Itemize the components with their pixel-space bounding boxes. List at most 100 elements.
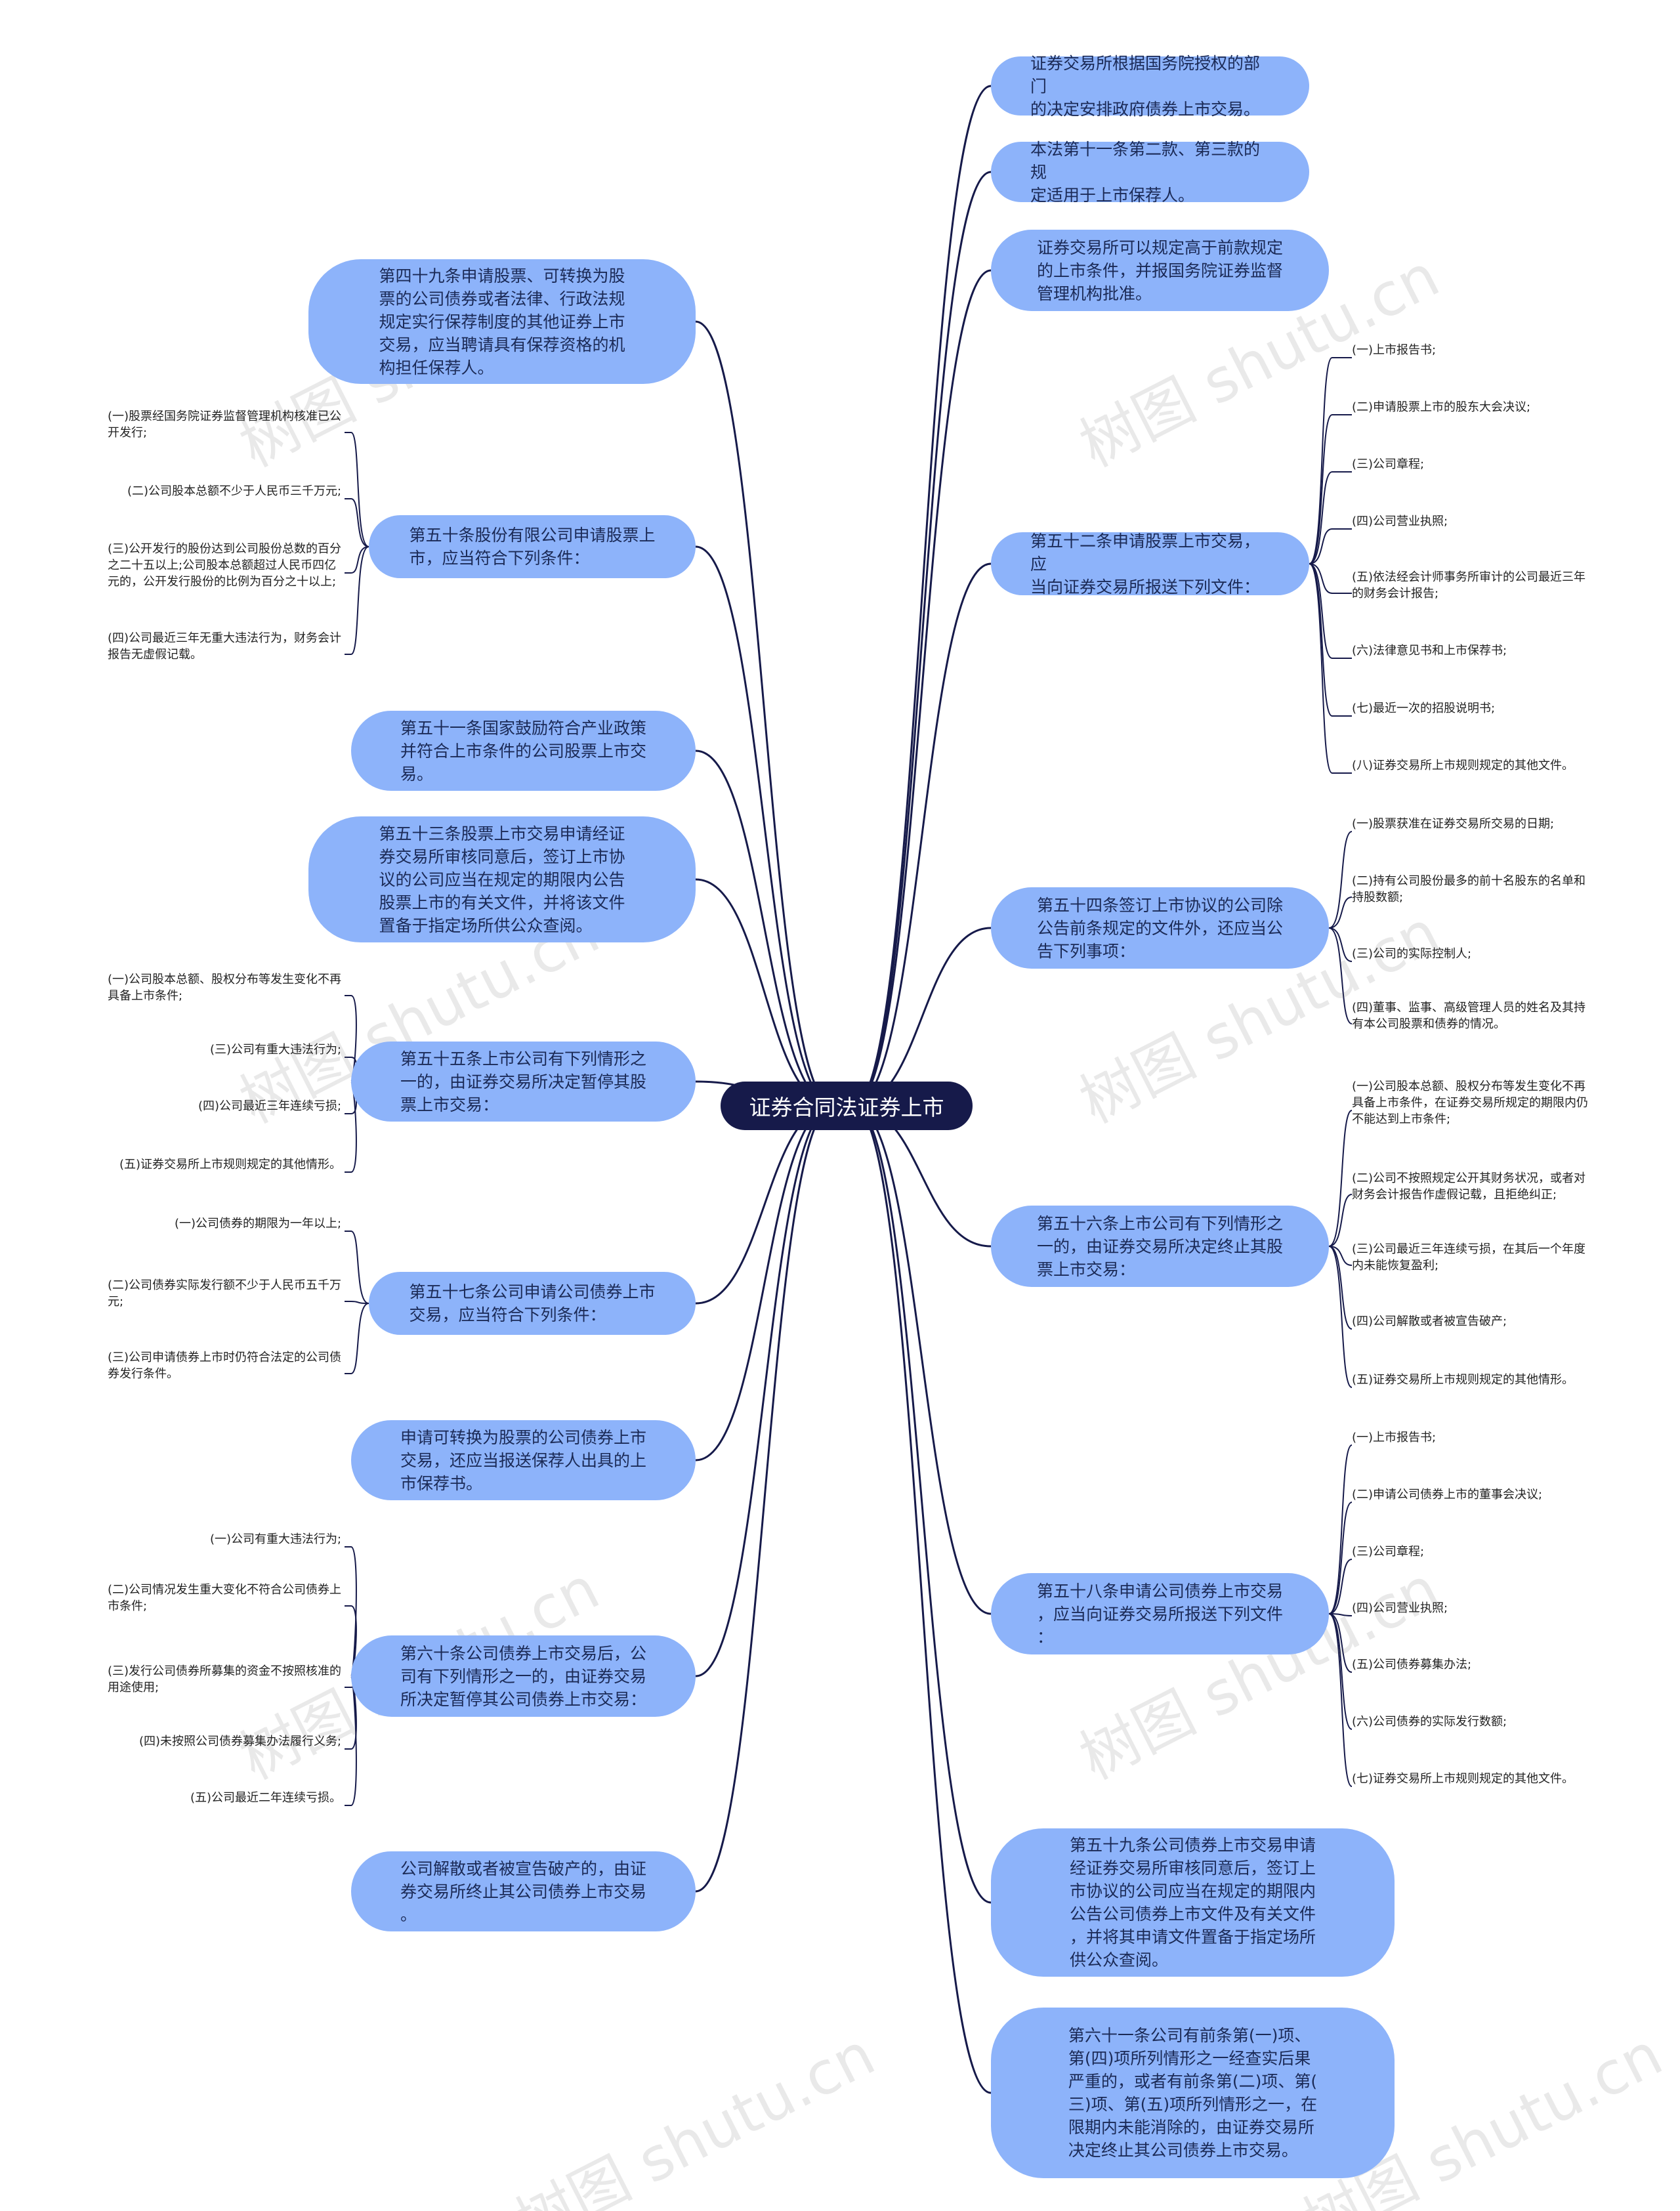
left-branch-5-item-2: (三)公司有重大违法行为; (210, 1042, 342, 1057)
connector-line (1328, 1444, 1353, 1614)
branch-label: 第五十八条申请公司债券上市交易 ，应当向证券交易所报送下列文件 ： (1036, 1581, 1283, 1647)
connector-line (852, 1105, 992, 1615)
connector-line (1328, 1502, 1353, 1614)
left-branch-6-item-3: (三)公司申请债券上市时仍符合法定的公司债 券发行条件。 (108, 1351, 342, 1381)
connector-line (695, 1105, 834, 1677)
connector-line (1309, 528, 1352, 564)
right-branch-3[interactable]: 证券交易所可以规定高于前款规定 的上市条件，并报国务院证券监督 管理机构批准。 (991, 230, 1329, 311)
connector-line (1328, 927, 1353, 1024)
left-branch-8[interactable]: 第六十条公司债券上市交易后，公 司有下列情形之一的，由证券交易 所决定暂停其公司… (351, 1635, 696, 1717)
branch-label: 第四十九条申请股票、可转换为股 票的公司债券或者法律、行政法规 规定实行保荐制度… (379, 266, 625, 377)
connector-line (1328, 1613, 1353, 1730)
right-branch-6[interactable]: 第五十六条上市公司有下列情形之 一的，由证券交易所决定终止其股 票上市交易： (991, 1206, 1329, 1287)
right-branch-4-item-2: (二)申请股票上市的股东大会决议; (1352, 400, 1531, 414)
left-branch-5-item-3: (四)公司最近三年连续亏损; (198, 1099, 342, 1113)
right-branch-4-item-7: (七)最近一次的招股说明书; (1352, 701, 1496, 715)
connector-line (695, 1105, 834, 1462)
connector-line (1328, 831, 1353, 929)
branch-label: 第五十七条公司申请公司债券上市 交易，应当符合下列条件： (409, 1282, 656, 1324)
right-branch-9[interactable]: 第六十一条公司有前条第(一)项、 第(四)项所列情形之一经查实后果 严重的，或者… (991, 2008, 1395, 2178)
connector-line (1309, 357, 1352, 564)
right-branch-4-item-1: (一)上市报告书; (1352, 343, 1437, 357)
left-branch-2[interactable]: 第五十条股份有限公司申请股票上 市，应当符合下列条件： (369, 515, 696, 578)
right-branch-6-item-4: (四)公司解散或者被宣告破产; (1352, 1314, 1507, 1328)
branch-label: 第五十六条上市公司有下列情形之 一的，由证券交易所决定终止其股 票上市交易： (1036, 1213, 1283, 1279)
connector-line (1328, 1559, 1353, 1614)
connector-line (1328, 927, 1353, 962)
branch-label: 公司解散或者被宣告破产的，由证 券交易所终止其公司债券上市交易 。 (400, 1859, 646, 1924)
left-branch-6-item-2: (二)公司债券实际发行额不少于人民币五千万 元; (108, 1278, 342, 1309)
right-branch-4-item-5: (五)依法经会计师事务所审计的公司最近三年 的财务会计报告; (1352, 570, 1586, 600)
branch-label: 第六十一条公司有前条第(一)项、 第(四)项所列情形之一经查实后果 严重的，或者… (1068, 2026, 1318, 2160)
right-branch-7[interactable]: 第五十八条申请公司债券上市交易 ，应当向证券交易所报送下列文件 ： (991, 1573, 1329, 1654)
left-branch-5[interactable]: 第五十五条上市公司有下列情形之 一的，由证券交易所决定暂停其股 票上市交易： (351, 1042, 696, 1122)
connector-line (1309, 563, 1352, 774)
left-branch-5-item-4: (五)证券交易所上市规则规定的其他情形。 (119, 1157, 342, 1171)
right-branch-7-item-1: (一)上市报告书; (1352, 1430, 1437, 1444)
left-branch-2-item-1: (一)股票经国务院证券监督管理机构核准已公 开发行; (108, 410, 342, 440)
connector-line (1328, 1194, 1353, 1247)
branch-label: 第五十九条公司债券上市交易申请 经证券交易所审核同意后，签订上 市协议的公司应当… (1069, 1836, 1316, 1969)
connector-line (695, 878, 834, 1107)
left-branch-2-item-3: (三)公开发行的股份达到公司股份总数的百分 之二十五以上;公司股本总额超过人民币… (108, 541, 342, 589)
left-branch-1[interactable]: 第四十九条申请股票、可转换为股 票的公司债券或者法律、行政法规 规定实行保荐制度… (308, 259, 696, 384)
connector-line (852, 1105, 992, 2094)
connector-line (345, 432, 369, 547)
right-branch-6-item-1: (一)公司股本总额、股权分布等发生变化不再 具备上市条件，在证券交易所规定的期限… (1352, 1079, 1588, 1126)
connector-line (1309, 563, 1352, 717)
connector-line (1328, 1613, 1353, 1787)
right-branch-4-item-8: (八)证券交易所上市规则规定的其他文件。 (1352, 758, 1574, 772)
left-branch-7[interactable]: 申请可转换为股票的公司债券上市 交易，还应当报送保荐人出具的上 市保荐书。 (351, 1420, 696, 1500)
connector-line (1328, 1110, 1353, 1247)
right-branch-5[interactable]: 第五十四条签订上市协议的公司除 公告前条规定的文件外，还应当公 告下列事项： (991, 887, 1329, 969)
left-branch-6-item-1: (一)公司债券的期限为一年以上; (175, 1216, 342, 1231)
connector-line (1309, 563, 1352, 659)
branch-label: 本法第十一条第二款、第三款的规 定适用于上市保荐人。 (1030, 139, 1261, 205)
connector-line (852, 269, 992, 1107)
connector-line (345, 546, 369, 574)
right-branch-7-item-5: (五)公司债券募集办法; (1352, 1657, 1472, 1672)
left-branch-9[interactable]: 公司解散或者被宣告破产的，由证 券交易所终止其公司债券上市交易 。 (351, 1851, 696, 1931)
right-branch-6-item-3: (三)公司最近三年连续亏损，在其后一个年度 内未能恢复盈利; (1352, 1242, 1586, 1273)
left-branch-8-item-5: (五)公司最近二年连续亏损。 (190, 1790, 342, 1805)
connector-line (345, 1303, 369, 1374)
right-branch-4[interactable]: 第五十二条申请股票上市交易，应 当向证券交易所报送下列文件： (991, 532, 1309, 597)
connector-line (345, 498, 369, 547)
right-branch-1[interactable]: 证券交易所根据国务院授权的部门 的决定安排政府债券上市交易。 (991, 54, 1309, 119)
right-branch-5-item-1: (一)股票获准在证券交易所交易的日期; (1352, 816, 1555, 831)
connector-line (695, 1105, 834, 1893)
branch-label: 证券交易所根据国务院授权的部门 的决定安排政府债券上市交易。 (1030, 53, 1261, 119)
right-branch-7-item-4: (四)公司营业执照; (1352, 1601, 1448, 1615)
connector-line (695, 545, 834, 1107)
right-branch-6-item-2: (二)公司不按照规定公开其财务状况，或者对 财务会计报告作虚假记载，且拒绝纠正; (1352, 1171, 1586, 1202)
connector-line (1309, 414, 1352, 564)
right-branch-2[interactable]: 本法第十一条第二款、第三款的规 定适用于上市保荐人。 (991, 140, 1309, 205)
right-branch-7-item-6: (六)公司债券的实际发行数额; (1352, 1714, 1507, 1729)
left-branch-8-item-4: (四)未按照公司债券募集办法履行义务; (139, 1734, 342, 1748)
right-branch-5-item-2: (二)持有公司股份最多的前十名股东的名单和 持股数额; (1352, 874, 1586, 904)
connector-line (1328, 1613, 1353, 1673)
connector-line (695, 320, 834, 1107)
left-branch-4[interactable]: 第五十三条股票上市交易申请经证 券交易所审核同意后，签订上市协 议的公司应当在规… (308, 816, 696, 942)
branch-label: 申请可转换为股票的公司债券上市 交易，还应当报送保荐人出具的上 市保荐书。 (400, 1427, 646, 1493)
left-branch-6[interactable]: 第五十七条公司申请公司债券上市 交易，应当符合下列条件： (369, 1272, 696, 1335)
right-branch-7-item-3: (三)公司章程; (1352, 1544, 1425, 1559)
right-branch-4-item-3: (三)公司章程; (1352, 457, 1425, 471)
connector-line (1328, 1246, 1353, 1266)
connector-line (1328, 1613, 1353, 1616)
connector-line (345, 1231, 369, 1304)
right-branch-8[interactable]: 第五十九条公司债券上市交易申请 经证券交易所审核同意后，签订上 市协议的公司应当… (991, 1828, 1395, 1977)
connector-line (1328, 1246, 1353, 1388)
right-branch-4-item-6: (六)法律意见书和上市保荐书; (1352, 643, 1507, 658)
right-branch-5-item-4: (四)董事、监事、高级管理人员的姓名及其持 有本公司股票和债券的情况。 (1352, 1001, 1586, 1031)
left-branch-3[interactable]: 第五十一条国家鼓励符合产业政策 并符合上市条件的公司股票上市交 易。 (351, 711, 696, 791)
root-topic[interactable]: 证券合同法证券上市 (721, 1082, 973, 1130)
connector-line (852, 1105, 992, 1904)
connector-line (1328, 1246, 1353, 1330)
left-branch-8-item-3: (三)发行公司债券所募集的资金不按照核准的 用途使用; (108, 1664, 342, 1695)
branch-label: 第五十五条上市公司有下列情形之 一的，由证券交易所决定暂停其股 票上市交易： (400, 1049, 646, 1114)
right-branch-7-item-7: (七)证券交易所上市规则规定的其他文件。 (1352, 1771, 1574, 1786)
connector-line (852, 85, 992, 1107)
